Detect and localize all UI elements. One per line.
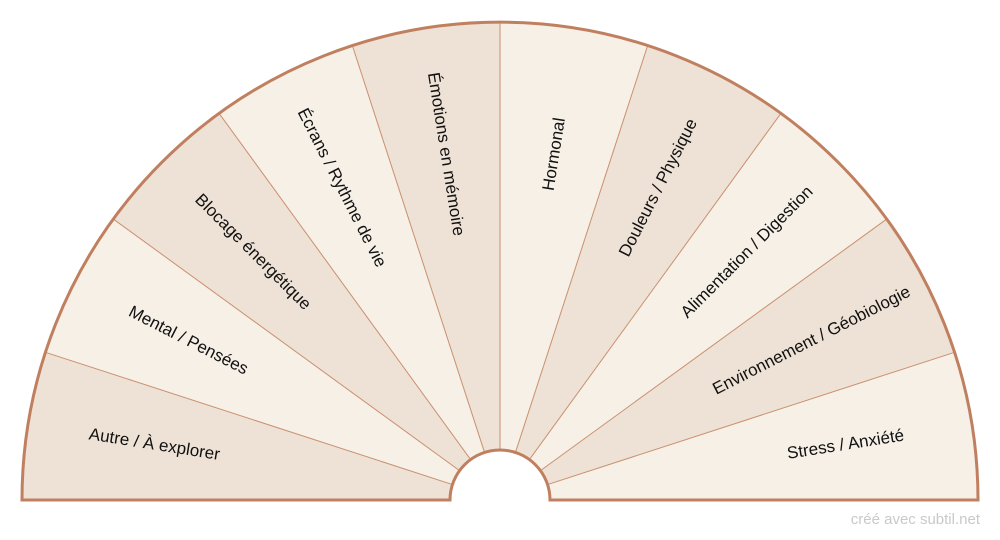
segment-5 bbox=[352, 22, 500, 453]
segment-7 bbox=[515, 45, 781, 460]
divider-line-9 bbox=[547, 351, 955, 486]
segment-10 bbox=[547, 352, 978, 500]
segment-1 bbox=[22, 352, 453, 500]
segment-9 bbox=[540, 219, 955, 485]
divider-line-1 bbox=[45, 351, 453, 486]
segments-group bbox=[22, 22, 978, 500]
divider-line-2 bbox=[112, 218, 460, 472]
segment-6 bbox=[500, 22, 648, 453]
divider-line-7 bbox=[528, 112, 782, 460]
dividers-group bbox=[45, 22, 955, 486]
segment-2 bbox=[45, 219, 460, 485]
divider-line-8 bbox=[540, 218, 888, 472]
divider-line-6 bbox=[514, 45, 649, 453]
outer-outline bbox=[20, 20, 980, 502]
segment-4 bbox=[219, 45, 485, 460]
divider-line-3 bbox=[218, 112, 472, 460]
segment-8 bbox=[529, 113, 887, 471]
divider-line-4 bbox=[351, 45, 486, 453]
segment-3 bbox=[113, 113, 471, 471]
credit-text: créé avec subtil.net bbox=[850, 511, 980, 528]
